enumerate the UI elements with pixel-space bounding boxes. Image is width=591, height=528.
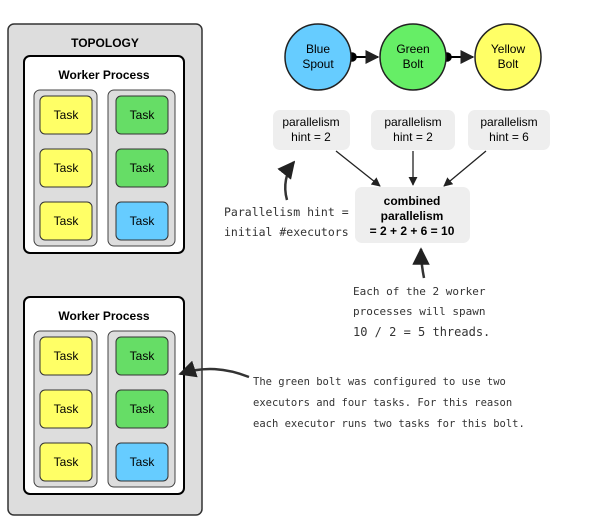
worker-note: Each of the 2 worker processes will spaw… (353, 285, 490, 339)
task-box (39, 389, 93, 429)
green-bolt-circle (379, 23, 447, 91)
combined-box (355, 187, 470, 243)
task-box (39, 336, 93, 376)
task-label: Task (130, 214, 156, 228)
hint-note-arrow (277, 160, 296, 201)
task-box (39, 148, 93, 188)
yellow-bolt-circle (474, 23, 542, 91)
task-label: Task (130, 455, 156, 469)
task-label: Task (130, 108, 156, 122)
task-box (115, 148, 169, 188)
blue-spout-circle (284, 23, 352, 91)
note-line: Parallelism hint = (224, 205, 349, 219)
task-box (115, 389, 169, 429)
combined-parallelism: combined parallelism = 2 + 2 + 6 = 10 (355, 187, 470, 243)
component-label: Yellow (491, 42, 526, 56)
topology-title: TOPOLOGY (71, 36, 139, 50)
hint-label: parallelism (384, 115, 441, 129)
task-box (115, 201, 169, 241)
note-line: The green bolt was configured to use two (253, 376, 506, 388)
topology-panel: TOPOLOGY Worker Process Task Task Task T… (7, 23, 203, 516)
hint-label: parallelism (480, 115, 537, 129)
task-box (115, 442, 169, 482)
hint-label: hint = 2 (291, 130, 331, 144)
task-label: Task (54, 402, 80, 416)
task-label: Task (130, 349, 156, 363)
task-label: Task (54, 214, 80, 228)
task-box (115, 336, 169, 376)
note-line: Each of the 2 worker (353, 285, 486, 298)
worker-process-title: Worker Process (58, 309, 149, 323)
note-line: each executor runs two tasks for this bo… (253, 418, 525, 430)
note-line: executors and four tasks. For this reaso… (253, 397, 512, 409)
task-label: Task (130, 161, 156, 175)
hint-arrow (335, 150, 381, 187)
task-box (39, 201, 93, 241)
combined-label: parallelism (381, 209, 444, 223)
hint-label: parallelism (282, 115, 339, 129)
note-line: initial #executors (224, 225, 349, 239)
combined-label: combined (384, 194, 441, 208)
parallelism-hints: parallelism hint = 2 parallelism hint = … (273, 110, 550, 150)
hint-note: Parallelism hint = initial #executors (224, 205, 349, 239)
worker-process-2: Worker Process Task Task Task Task Task … (23, 296, 185, 495)
hint-box (371, 110, 455, 150)
task-label: Task (130, 402, 156, 416)
green-note-arrow (178, 360, 250, 379)
task-label: Task (54, 161, 80, 175)
component-label: Bolt (403, 57, 424, 71)
hint-box (468, 110, 550, 150)
component-label: Green (396, 42, 429, 56)
note-line: processes will spawn (353, 305, 485, 318)
worker-note-arrow (412, 247, 430, 279)
task-label: Task (54, 455, 80, 469)
green-note: The green bolt was configured to use two… (253, 376, 525, 430)
combined-label: = 2 + 2 + 6 = 10 (370, 224, 455, 238)
hint-label: hint = 6 (489, 130, 529, 144)
note-line: 10 / 2 = 5 threads. (353, 325, 490, 339)
task-box (39, 442, 93, 482)
component-label: Bolt (498, 57, 519, 71)
component-label: Spout (302, 57, 334, 71)
task-label: Task (54, 108, 80, 122)
component-chain: Blue Spout Green Bolt Yellow Bolt (284, 23, 542, 91)
worker-process-title: Worker Process (58, 68, 149, 82)
hint-label: hint = 2 (393, 130, 433, 144)
worker-process-1: Worker Process Task Task Task Task Task … (23, 55, 185, 254)
component-label: Blue (306, 42, 330, 56)
hint-arrow (443, 150, 487, 187)
hint-box (273, 110, 350, 150)
task-label: Task (54, 349, 80, 363)
task-box (39, 95, 93, 135)
task-box (115, 95, 169, 135)
